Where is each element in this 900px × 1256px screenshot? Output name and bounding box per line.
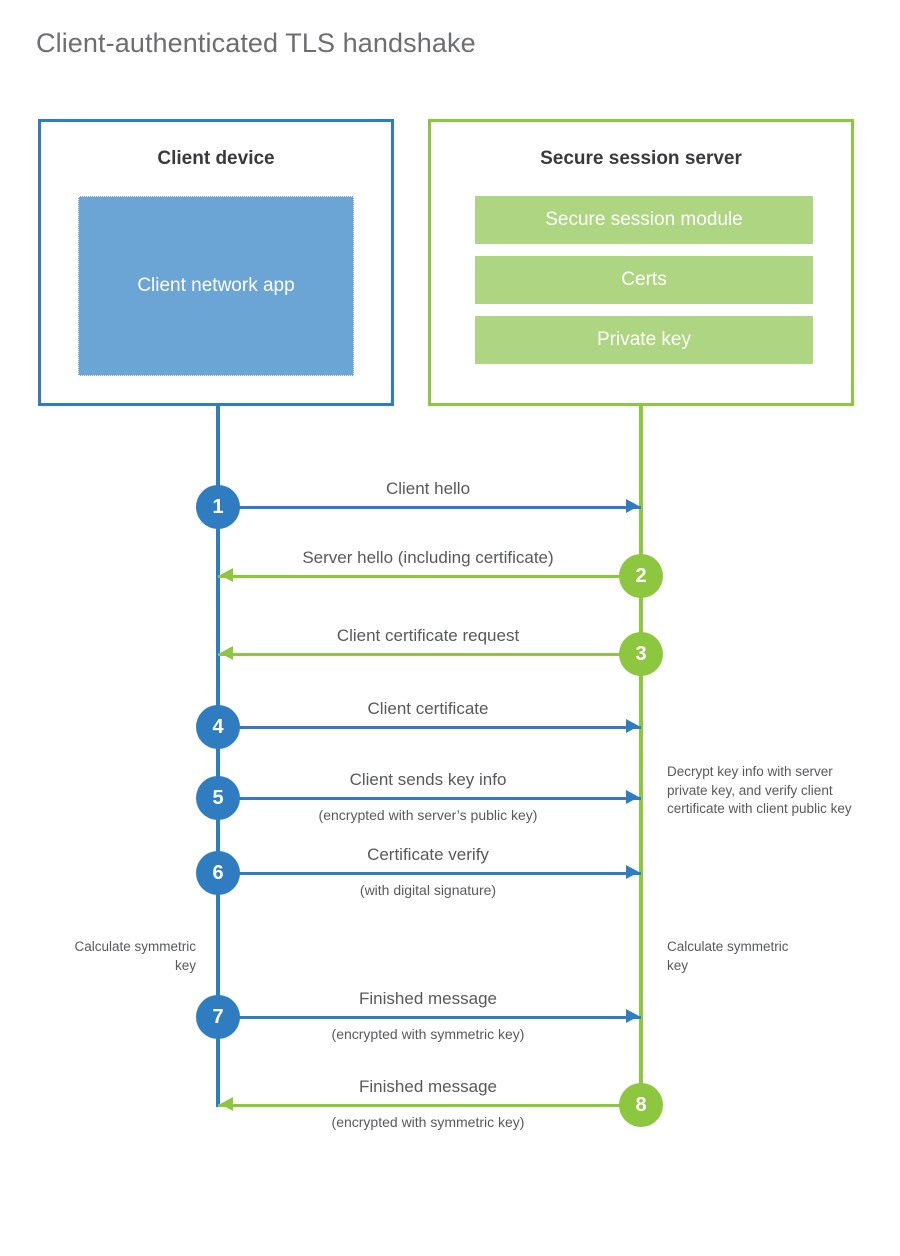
arrowhead-icon bbox=[626, 1009, 639, 1023]
server-module-list: Secure session module Certs Private key bbox=[475, 196, 813, 376]
arrowhead-icon bbox=[220, 646, 233, 660]
arrowhead-icon bbox=[626, 790, 639, 804]
message-arrow-6 bbox=[218, 872, 641, 875]
message-label-6: Certificate verify bbox=[367, 845, 489, 864]
message-label-7: Finished message bbox=[359, 989, 497, 1008]
message-label-2: Server hello (including certificate) bbox=[302, 548, 554, 567]
secure-session-server-box: Secure session server Secure session mod… bbox=[428, 119, 854, 406]
secure-session-server-heading: Secure session server bbox=[540, 148, 742, 169]
message-label-8: Finished message bbox=[359, 1077, 497, 1096]
message-label-3: Client certificate request bbox=[336, 626, 520, 645]
page-title: Client-authenticated TLS handshake bbox=[36, 28, 476, 58]
step-circle-4[interactable]: 4 bbox=[196, 705, 240, 749]
step-circle-1[interactable]: 1 bbox=[196, 485, 240, 529]
client-calculate-symmetric-key-note: Calculate symmetric key bbox=[74, 939, 196, 973]
message-arrow-8 bbox=[218, 1104, 641, 1107]
message-sublabel-7: (encrypted with symmetric key) bbox=[331, 1026, 525, 1042]
message-sublabel-6: (with digital signature) bbox=[359, 882, 497, 898]
server-calculate-symmetric-key-note: Calculate symmetric key bbox=[667, 939, 789, 973]
message-arrow-4 bbox=[218, 726, 641, 729]
server-module-bar: Certs bbox=[475, 256, 813, 304]
client-network-app-block: Client network app bbox=[78, 196, 354, 376]
message-arrow-1 bbox=[218, 506, 641, 509]
client-device-heading: Client device bbox=[157, 148, 275, 169]
arrowhead-icon bbox=[626, 719, 639, 733]
message-sublabel-8: (encrypted with symmetric key) bbox=[331, 1114, 525, 1130]
arrowhead-icon bbox=[220, 568, 233, 582]
step-circle-5[interactable]: 5 bbox=[196, 776, 240, 820]
message-label-4: Client certificate bbox=[367, 699, 489, 718]
arrowhead-icon bbox=[220, 1097, 233, 1111]
message-arrow-5 bbox=[218, 797, 641, 800]
message-sublabel-5: (encrypted with server’s public key) bbox=[318, 807, 538, 823]
message-label-1: Client hello bbox=[385, 479, 471, 498]
step-circle-7[interactable]: 7 bbox=[196, 995, 240, 1039]
arrowhead-icon bbox=[626, 865, 639, 879]
server-decrypt-note: Decrypt key info with server private key… bbox=[667, 764, 852, 817]
step-circle-8[interactable]: 8 bbox=[619, 1083, 663, 1127]
server-module-bar: Private key bbox=[475, 316, 813, 364]
message-label-5: Client sends key info bbox=[349, 770, 507, 789]
server-lifeline bbox=[639, 406, 643, 1107]
step-circle-2[interactable]: 2 bbox=[619, 554, 663, 598]
message-arrow-3 bbox=[218, 653, 641, 656]
client-device-box: Client device Client network app bbox=[38, 119, 394, 406]
client-network-app-label: Client network app bbox=[137, 275, 295, 297]
message-arrow-7 bbox=[218, 1016, 641, 1019]
step-circle-6[interactable]: 6 bbox=[196, 851, 240, 895]
step-circle-3[interactable]: 3 bbox=[619, 632, 663, 676]
server-module-bar: Secure session module bbox=[475, 196, 813, 244]
message-arrow-2 bbox=[218, 575, 641, 578]
client-lifeline bbox=[216, 406, 220, 1107]
arrowhead-icon bbox=[626, 499, 639, 513]
